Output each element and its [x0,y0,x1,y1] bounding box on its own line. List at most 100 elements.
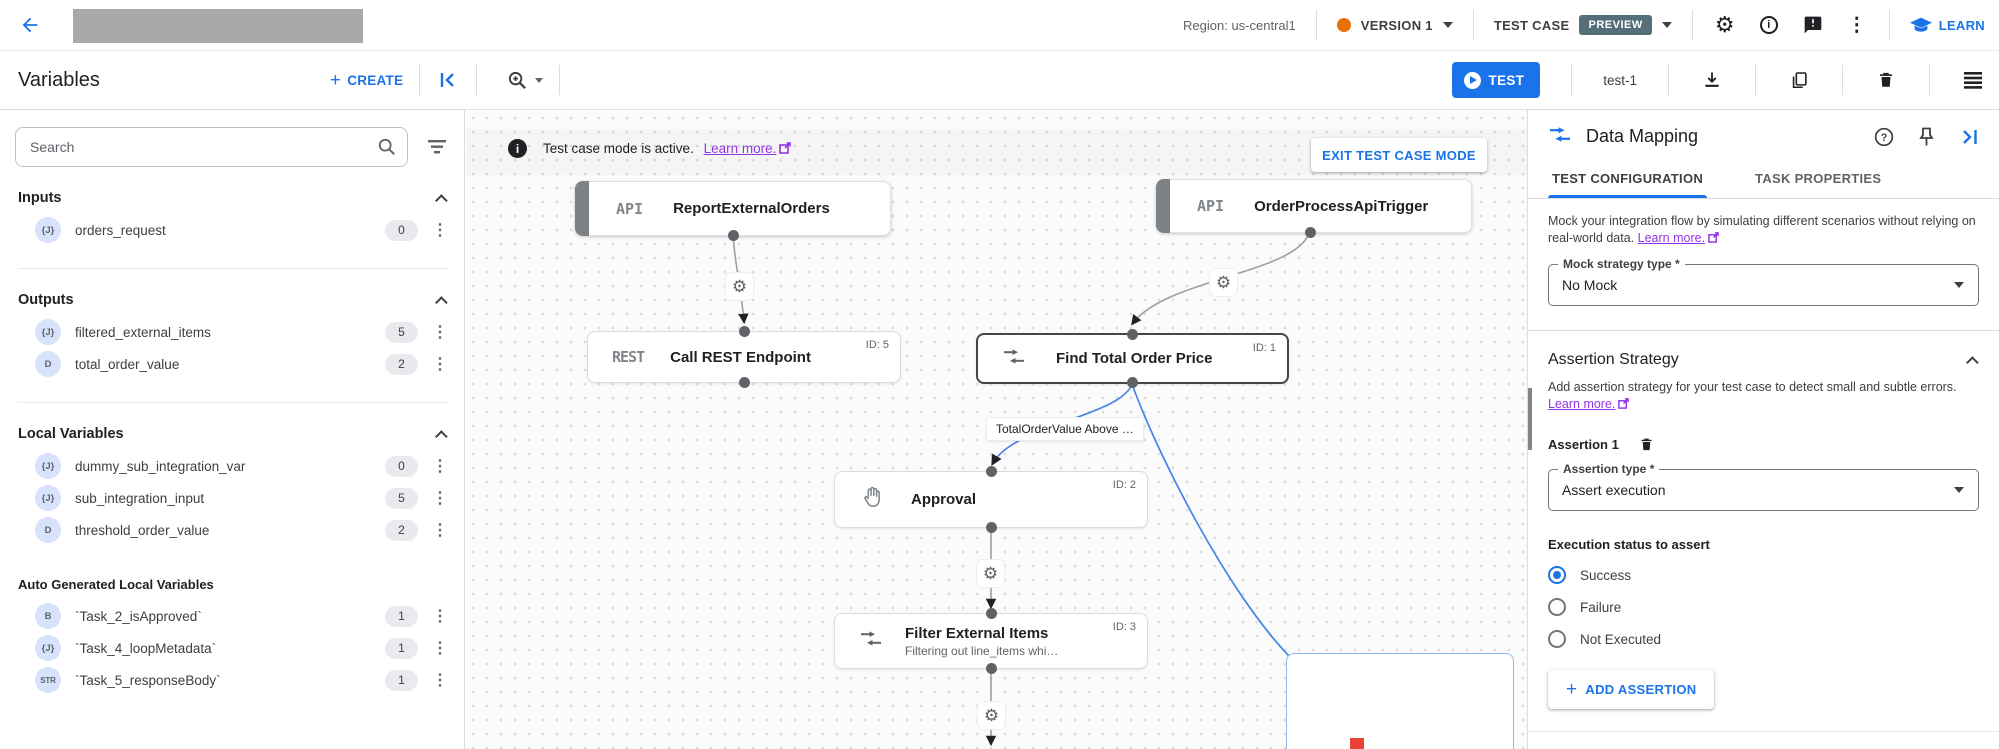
section-title: Inputs [18,190,62,206]
variable-row[interactable]: D total_order_value 2 ⋮ [18,348,448,380]
version-selector[interactable]: VERSION 1 [1336,18,1453,33]
settings-gear-icon[interactable]: ⚙ [1714,12,1735,37]
chevron-up-icon[interactable] [1966,355,1979,369]
variable-row[interactable]: B `Task_2_isApproved` 1 ⋮ [18,600,448,632]
chevron-up-icon[interactable] [435,429,448,443]
filter-list-icon[interactable] [427,137,447,162]
tab-test-configuration[interactable]: TEST CONFIGURATION [1548,159,1708,198]
test-case-name[interactable]: test-1 [1603,72,1637,88]
var-type-badge: {J} [35,453,61,479]
zoom-chevron-icon[interactable] [535,77,544,83]
node-id: ID: 5 [865,339,889,351]
var-type-badge: {J} [35,635,61,661]
variable-row[interactable]: {J} sub_integration_input 5 ⋮ [18,482,448,514]
add-assertion-label: ADD ASSERTION [1585,682,1697,697]
banner-learn-more-link[interactable]: Learn more. [703,140,777,156]
row-menu-icon[interactable]: ⋮ [432,324,448,341]
edge-gear-icon[interactable]: ⚙ [726,273,753,300]
connector-dot[interactable] [985,466,997,477]
delete-assertion-icon[interactable] [1639,436,1654,453]
variable-row[interactable]: {J} `Task_4_loopMetadata` 1 ⋮ [18,632,448,664]
divider [1528,731,1999,732]
pin-icon[interactable] [1918,127,1935,147]
assertion-learn-more-link[interactable]: Learn more. [1548,397,1616,411]
connector-dot[interactable] [985,522,997,533]
variable-row[interactable]: STR `Task_5_responseBody` 1 ⋮ [18,664,448,696]
search-input[interactable] [15,127,408,167]
node-order-process-api-trigger[interactable]: API OrderProcessApiTrigger [1156,179,1472,238]
row-menu-icon[interactable]: ⋮ [432,222,448,239]
row-menu-icon[interactable]: ⋮ [432,356,448,373]
connector-dot[interactable] [1127,377,1138,388]
back-arrow-icon[interactable] [16,11,44,39]
data-mapping-icon [859,631,883,651]
radio-not-executed[interactable]: Not Executed [1548,630,1979,648]
connector-dot[interactable] [738,377,750,388]
close-panel-icon[interactable] [1959,127,1979,147]
assertion-type-label: Assertion type * [1558,462,1660,476]
mock-strategy-select[interactable]: Mock strategy type * No Mock [1548,257,1979,306]
partial-node-outline[interactable] [1286,653,1514,749]
zoom-icon[interactable] [505,68,529,92]
node-filter-external-items[interactable]: Filter External Items Filtering out line… [834,608,1148,674]
help-icon[interactable]: ? [1874,127,1894,147]
row-menu-icon[interactable]: ⋮ [432,490,448,507]
edge-gear-icon[interactable]: ⚙ [1210,269,1237,296]
row-menu-icon[interactable]: ⋮ [432,640,448,657]
variable-row[interactable]: {J} orders_request 0 ⋮ [18,214,448,246]
row-menu-icon[interactable]: ⋮ [432,458,448,475]
row-menu-icon[interactable]: ⋮ [432,672,448,689]
download-icon[interactable] [1700,68,1724,92]
feedback-icon[interactable] [1801,13,1825,37]
panel-scrollbar[interactable] [1528,388,1532,450]
learn-button[interactable]: LEARN [1909,17,1985,33]
connector-dot[interactable] [1305,227,1316,238]
chevron-up-icon[interactable] [435,295,448,309]
chevron-up-icon[interactable] [435,193,448,207]
edge-gear-icon[interactable]: ⚙ [978,702,1005,729]
connector-dot[interactable] [985,663,997,674]
more-vert-icon[interactable]: ⋮ [1847,14,1867,36]
log-list-icon[interactable] [1961,68,1985,92]
row-menu-icon[interactable]: ⋮ [432,522,448,539]
delete-icon[interactable] [1874,68,1898,92]
variable-row[interactable]: {J} dummy_sub_integration_var 0 ⋮ [18,450,448,482]
create-label: CREATE [347,72,404,88]
node-subtitle: Filtering out line_items whi… [905,643,1059,658]
connector-dot[interactable] [727,230,739,241]
info-icon[interactable]: i [1757,13,1781,37]
assertion-type-select[interactable]: Assertion type * Assert execution [1548,462,1979,511]
node-approval[interactable]: Approval ID: 2 [834,466,1148,533]
test-button[interactable]: TEST [1451,62,1541,98]
node-call-rest-endpoint[interactable]: REST Call REST Endpoint ID: 5 [587,326,901,388]
node-type-tag: API [1197,197,1225,215]
mock-learn-more-link[interactable]: Learn more. [1637,231,1706,245]
connector-dot[interactable] [738,326,750,337]
redacted-title-block [73,9,363,43]
copy-icon[interactable] [1787,68,1811,92]
variable-row[interactable]: {J} filtered_external_items 5 ⋮ [18,316,448,348]
row-menu-icon[interactable]: ⋮ [432,608,448,625]
add-assertion-button[interactable]: + ADD ASSERTION [1548,670,1715,709]
radio-success[interactable]: Success [1548,566,1979,584]
node-find-total-order-price[interactable]: Find Total Order Price ID: 1 [976,329,1289,388]
node-title: ReportExternalOrders [673,200,830,217]
create-variable-button[interactable]: + CREATE [330,71,403,90]
node-id: ID: 3 [1112,621,1136,633]
variable-row[interactable]: D threshold_order_value 2 ⋮ [18,514,448,546]
tab-task-properties[interactable]: TASK PROPERTIES [1755,171,1882,186]
divider [1691,10,1693,40]
integration-canvas[interactable]: i Test case mode is active. Learn more. … [466,111,1527,749]
plus-icon: + [329,69,342,91]
node-report-external-orders[interactable]: API ReportExternalOrders [575,181,891,241]
collapse-panel-icon[interactable] [436,68,460,92]
edge-condition-label[interactable]: TotalOrderValue Above … [986,417,1144,441]
edge-gear-icon[interactable]: ⚙ [977,560,1004,587]
radio-failure[interactable]: Failure [1548,598,1979,616]
search-icon [377,137,397,162]
banner-text: Test case mode is active. [543,140,694,156]
connector-dot[interactable] [985,608,997,619]
connector-dot[interactable] [1127,329,1138,340]
test-case-selector[interactable]: TEST CASE PREVIEW [1494,15,1672,35]
exit-test-case-mode-button[interactable]: EXIT TEST CASE MODE [1311,138,1487,172]
